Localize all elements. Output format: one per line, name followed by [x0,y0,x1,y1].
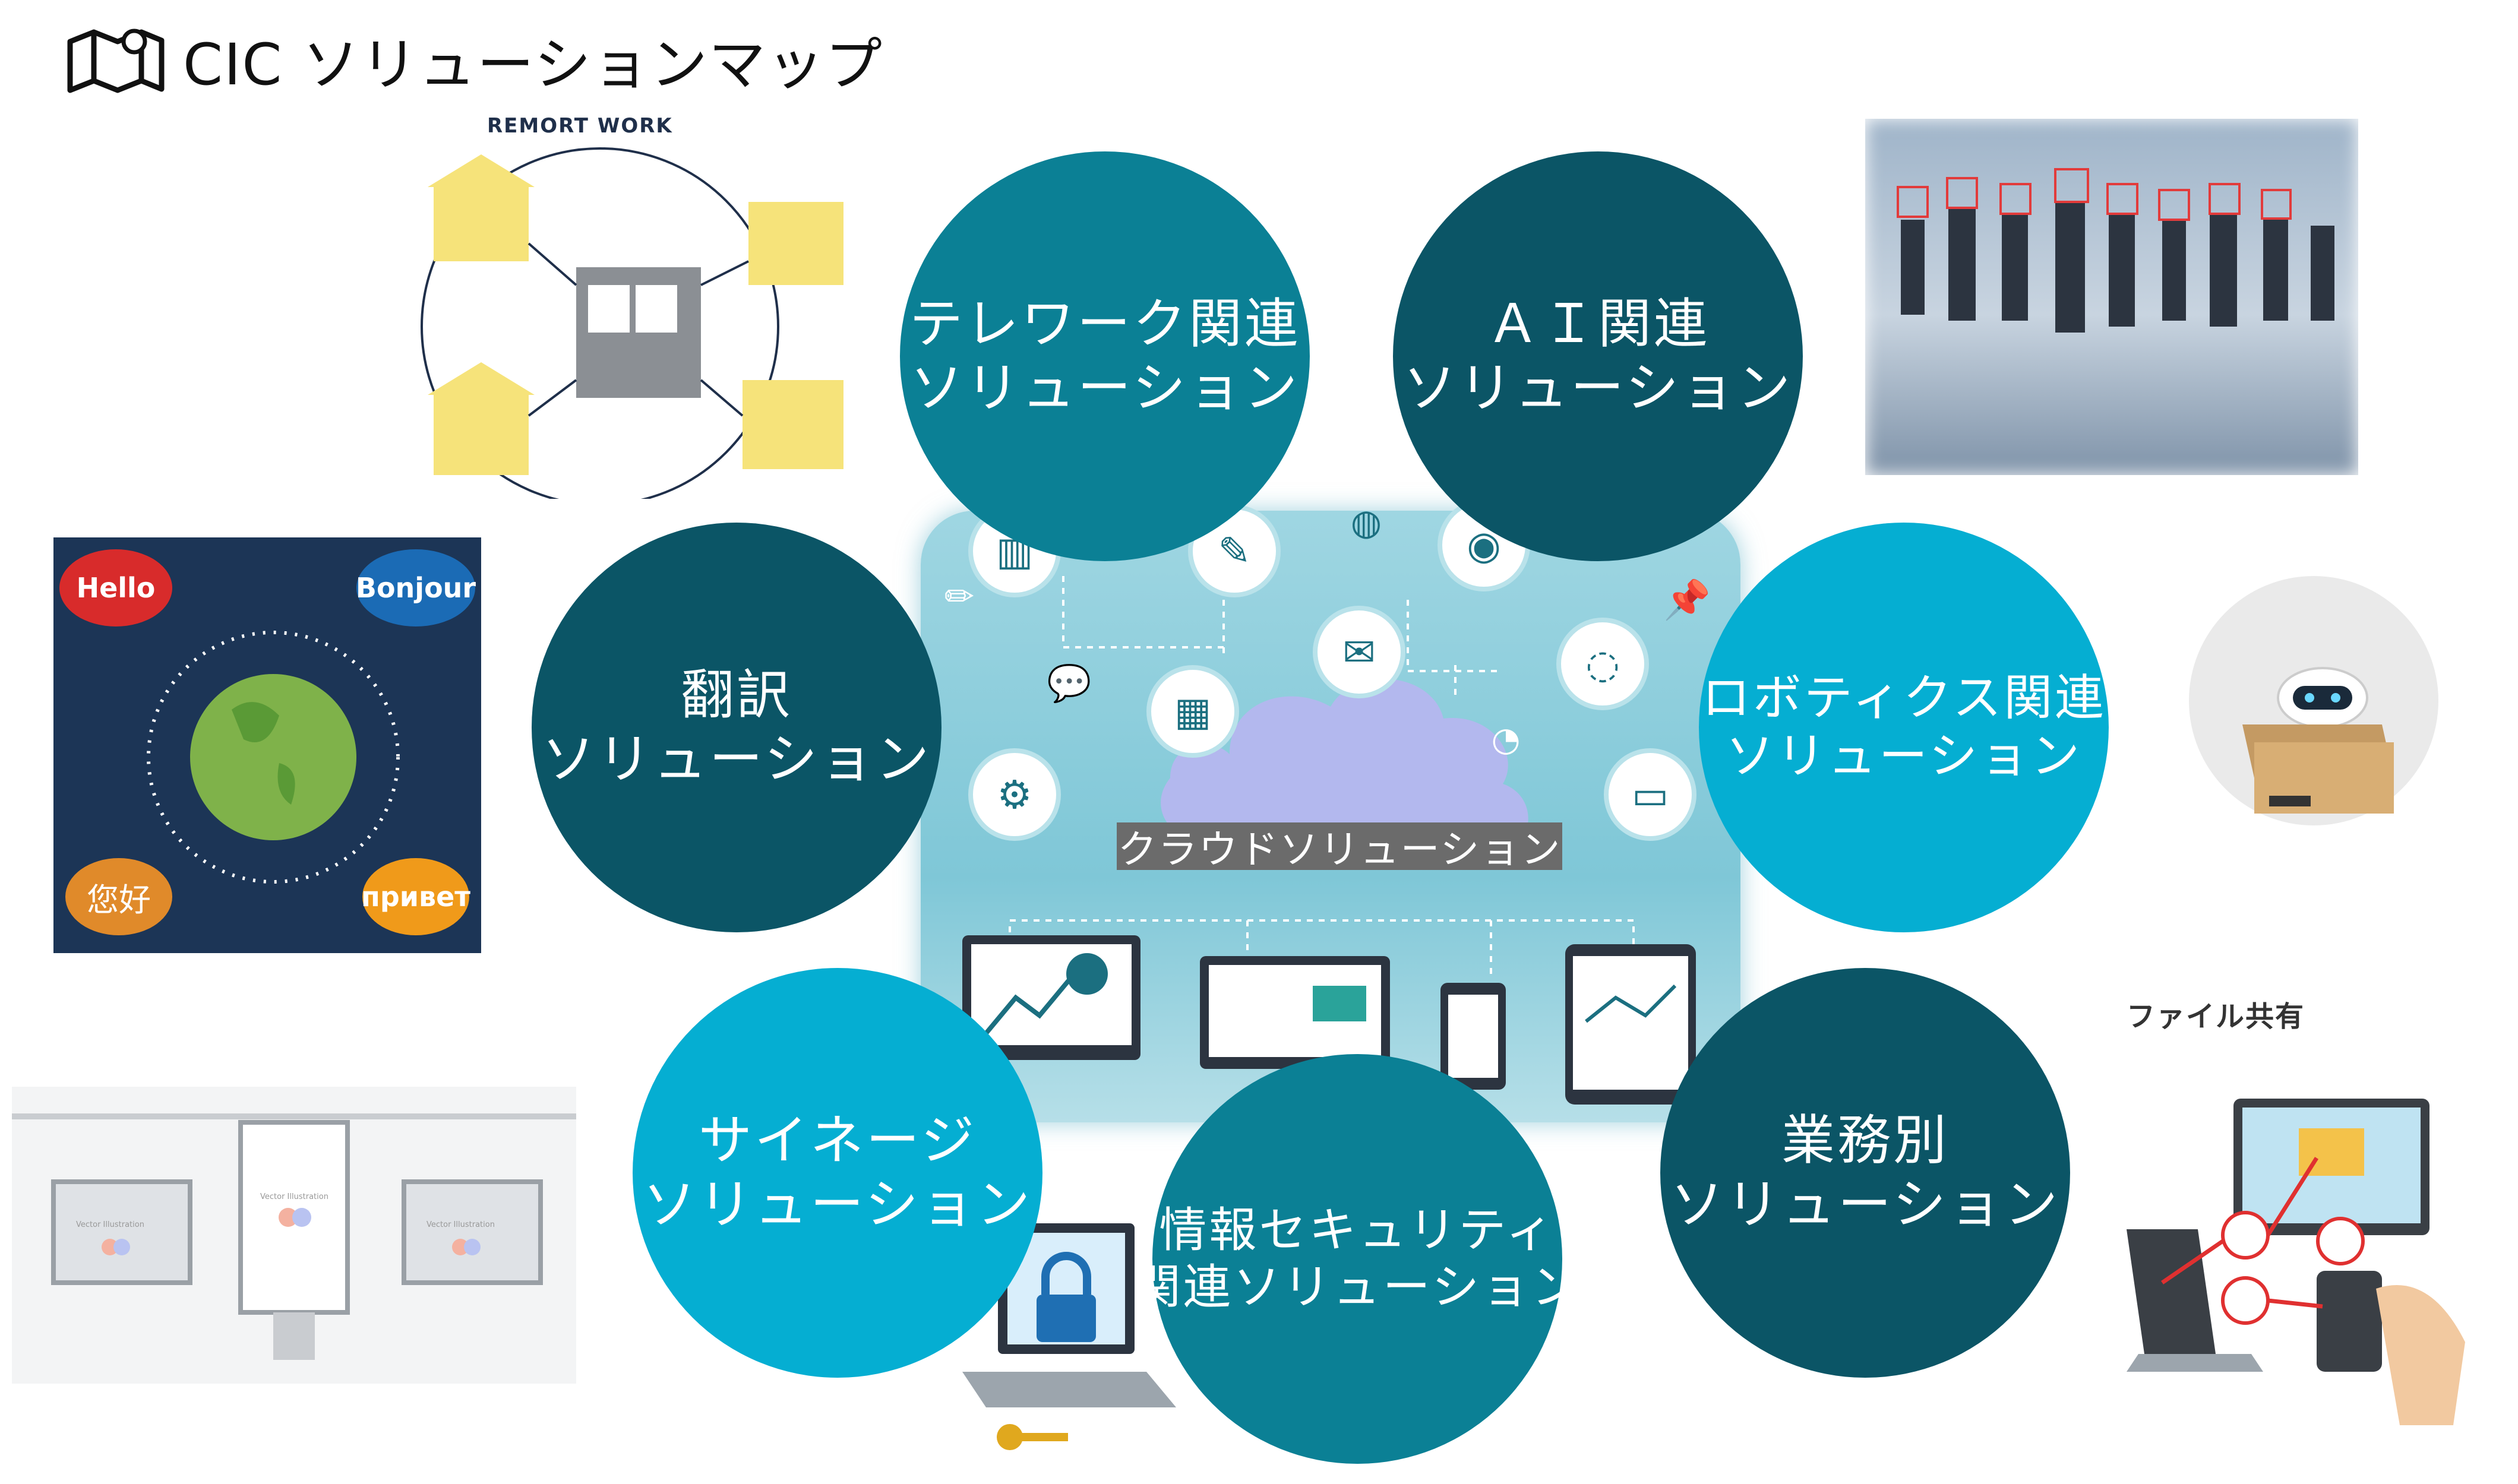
signage-line2: ソリューション [642,1173,1033,1236]
signage-illustration: Vector Illustration Vector Illustration … [12,1087,576,1384]
map-pin-icon [67,29,165,93]
signage-text-3: Vector Illustration [426,1220,495,1229]
translation-solution-circle[interactable]: 翻訳 ソリューション [532,523,942,932]
hello-bubble: Hello [59,549,172,626]
ai-solution-circle[interactable]: ＡＩ関連 ソリューション [1393,151,1803,561]
cloud-solution-label: クラウドソリューション [1117,822,1562,872]
security-line1: 情報セキュリティ [1159,1203,1556,1258]
business-line2: ソリューション [1670,1173,2061,1236]
robotics-solution-circle[interactable]: ロボティクス関連 ソリューション [1699,523,2109,932]
cloud-panel-graphic [962,576,1696,1105]
pin-icon: 📌 [1663,578,1711,622]
signage-text-2: Vector Illustration [260,1192,328,1201]
security-solution-circle[interactable]: 情報セキュリティ 関連ソリューション [1133,1054,1579,1464]
ai-line1: ＡＩ関連 [1486,293,1710,355]
remote-work-illustration: REMORT WORK [392,107,891,499]
file-share-illustration [2121,1093,2477,1425]
business-line1: 業務別 [1781,1109,1949,1172]
calendar-icon: ▦ [1146,665,1239,758]
mail-icon: ✉ [1313,606,1405,698]
robotics-line1: ロボティクス関連 [1701,669,2106,726]
robotics-line2: ソリューション [1725,728,2083,784]
robot-box-illustration [2186,564,2441,837]
cloud-panel: ▥ ✎ ◍ ◉ ✉ ▦ ◌ ⚙ ▭ 💬 ◔ 📌 ✏ [921,499,1740,1122]
settings-icon: ⚙ [968,748,1061,841]
signage-line1: サイネージ [698,1109,977,1172]
ai-line2: ソリューション [1402,357,1793,419]
security-line2: 関連ソリューション [1133,1260,1582,1315]
page-title: CIC ソリューションマップ [65,18,883,101]
remote-work-caption: REMORT WORK [487,114,673,138]
telework-line2: ソリューション [909,357,1300,419]
privet-bubble: привет [361,858,470,935]
translation-globe-illustration: Hello Bonjour 您好 привет [53,537,481,953]
globe-icon: ◍ [1350,502,1382,543]
lightbulb-icon: ◌ [1556,618,1649,710]
pencil-icon: ✏ [944,576,975,618]
folder-icon: ▭ [1604,748,1696,841]
bonjour-bubble: Bonjour [356,549,476,626]
signage-solution-circle[interactable]: サイネージ ソリューション [633,968,1042,1378]
pie-chart-icon: ◔ [1491,720,1521,759]
document-edit-icon: ✎ [1188,505,1281,597]
telework-solution-circle[interactable]: テレワーク関連 ソリューション [900,151,1310,561]
security-laptop-illustration [950,1211,1194,1467]
nihao-bubble: 您好 [65,858,172,935]
title-text: CIC ソリューションマップ [183,31,883,98]
ai-crowd-photo [1865,119,2358,475]
business-solution-circle[interactable]: 業務別 ソリューション [1660,968,2070,1378]
telework-line1: テレワーク関連 [909,293,1300,355]
file-share-caption: ファイル共有 [2127,1000,2305,1033]
signage-text-1: Vector Illustration [76,1220,144,1229]
translation-line2: ソリューション [541,728,932,790]
translation-line1: 翻訳 [681,664,792,726]
chat-icon: 💬 [1047,662,1092,704]
remote-work-graphic [421,147,843,499]
